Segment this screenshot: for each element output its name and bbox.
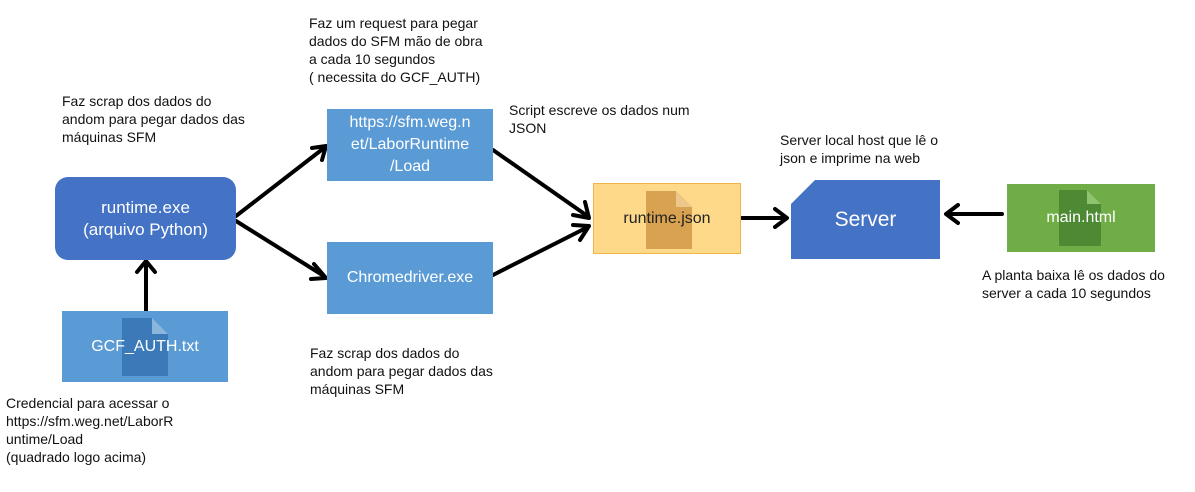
arrow-json-to-server [740,207,789,229]
note-server-desc: Server local host que lê o json e imprim… [780,132,938,166]
arrow-chromedriver-to-json [491,223,591,277]
main-html-box: main.html [1007,184,1155,252]
note-scrap-top: Faz scrap dos dados do andom para pegar … [62,93,245,145]
chromedriver-box: Chromedriver.exe [327,242,493,314]
document-icon [646,191,692,249]
note-planta: A planta baixa lê os dados do server a c… [982,267,1165,301]
runtime-json-box: runtime.json [593,183,741,254]
arrow-runtime-to-chromedriver [234,219,328,281]
gcf-auth-label: GCF_AUTH.txt [91,337,199,355]
arrow-gcf-to-runtime [135,259,157,313]
server-label: Server [834,207,897,231]
chromedriver-label: Chromedriver.exe [346,269,474,286]
sfm-url-box: https://sfm.weg.n et/LaborRuntime /Load [327,109,493,181]
note-scrap-bottom: Faz scrap dos dados do andom para pegar … [310,345,493,397]
document-icon [1059,190,1101,246]
note-credencial: Credencial para acessar o https://sfm.we… [6,395,174,465]
runtime-exe-label: runtime.exe (arquivo Python) [83,197,208,239]
sfm-url-label: https://sfm.weg.n et/LaborRuntime /Load [349,114,471,175]
server-box: Server [791,180,940,259]
runtime-json-label: runtime.json [623,209,711,227]
note-request: Faz um request para pegar dados do SFM m… [309,15,483,85]
runtime-exe-box: runtime.exe (arquivo Python) [55,177,236,260]
note-script-writes: Script escreve os dados num JSON [509,102,690,136]
main-html-label: main.html [1046,209,1116,226]
gcf-auth-box: GCF_AUTH.txt [62,311,228,382]
arrow-sfm-to-json [491,148,591,220]
document-icon [122,318,168,376]
arrow-main-to-server [944,203,1004,225]
arrow-runtime-to-sfm [234,144,328,218]
